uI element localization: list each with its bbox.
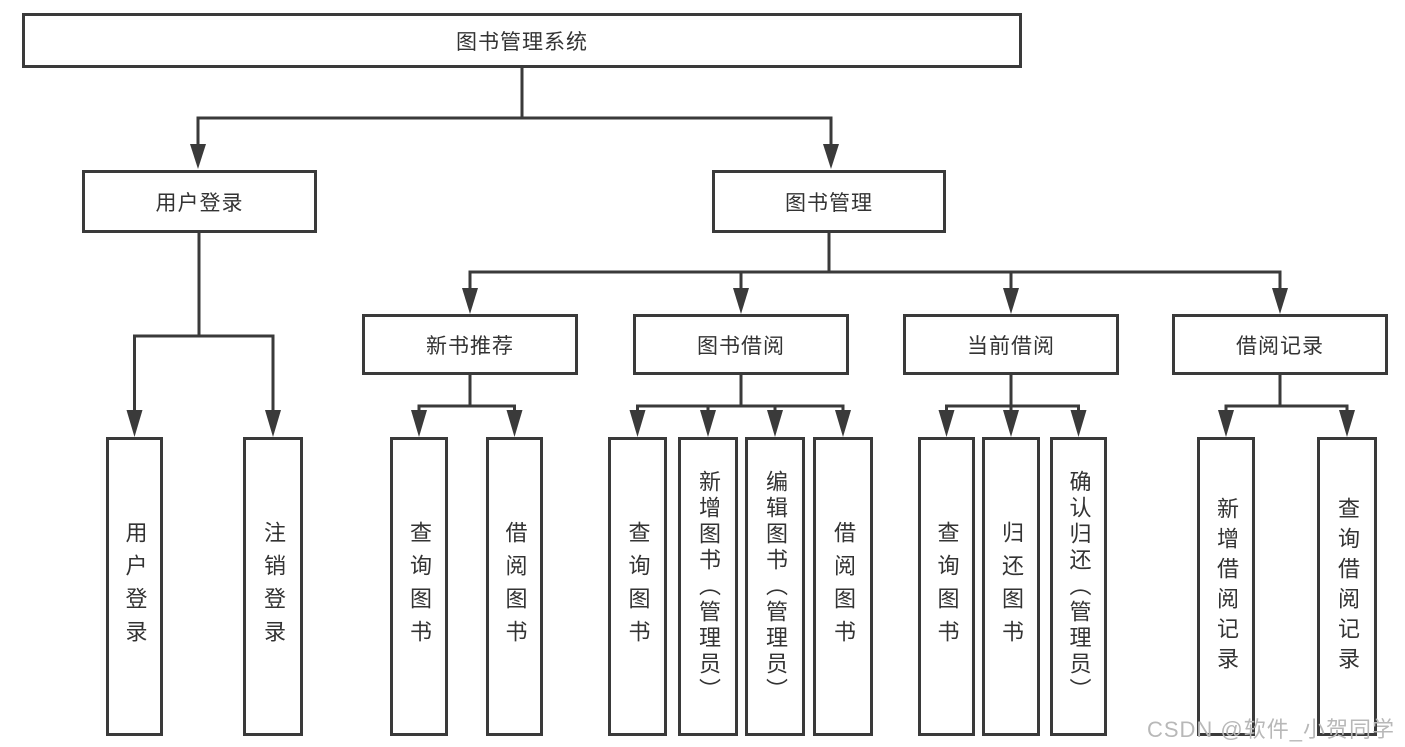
- node-root-system: 图书管理系统: [22, 13, 1022, 68]
- leaf-query-books-recommend: 查询图书: [390, 437, 448, 736]
- leaf-query-books-borrowing: 查询图书: [608, 437, 667, 736]
- connector-book-management: [462, 233, 1288, 314]
- connector-new-book-recommend: [411, 375, 523, 437]
- node-book-management: 图书管理: [712, 170, 946, 233]
- csdn-watermark: CSDN @软件_小贺同学: [1146, 717, 1395, 742]
- leaf-query-books-current: 查询图书: [918, 437, 975, 736]
- leaf-add-borrow-record: 新增借阅记录: [1197, 437, 1255, 736]
- connector-user-login: [126, 233, 281, 437]
- connector-current-borrowing: [938, 375, 1087, 437]
- leaf-confirm-return-admin: 确认归还（管理员）: [1050, 437, 1107, 736]
- connector-borrowing-records: [1218, 375, 1355, 437]
- leaf-borrow-books: 借阅图书: [813, 437, 873, 736]
- node-new-book-recommend: 新书推荐: [362, 314, 578, 375]
- node-user-login: 用户登录: [82, 170, 317, 233]
- leaf-query-borrow-record: 查询借阅记录: [1317, 437, 1377, 736]
- leaf-borrow-books-recommend: 借阅图书: [486, 437, 543, 736]
- leaf-user-login: 用户登录: [106, 437, 163, 736]
- node-book-borrowing: 图书借阅: [633, 314, 849, 375]
- leaf-edit-books-admin: 编辑图书（管理员）: [745, 437, 805, 736]
- connector-root: [190, 68, 839, 169]
- node-current-borrowing: 当前借阅: [903, 314, 1119, 375]
- leaf-add-books-admin: 新增图书（管理员）: [678, 437, 738, 736]
- node-borrowing-records: 借阅记录: [1172, 314, 1388, 375]
- connector-book-borrowing: [629, 375, 851, 437]
- leaf-logout: 注销登录: [243, 437, 303, 736]
- leaf-return-books: 归还图书: [982, 437, 1040, 736]
